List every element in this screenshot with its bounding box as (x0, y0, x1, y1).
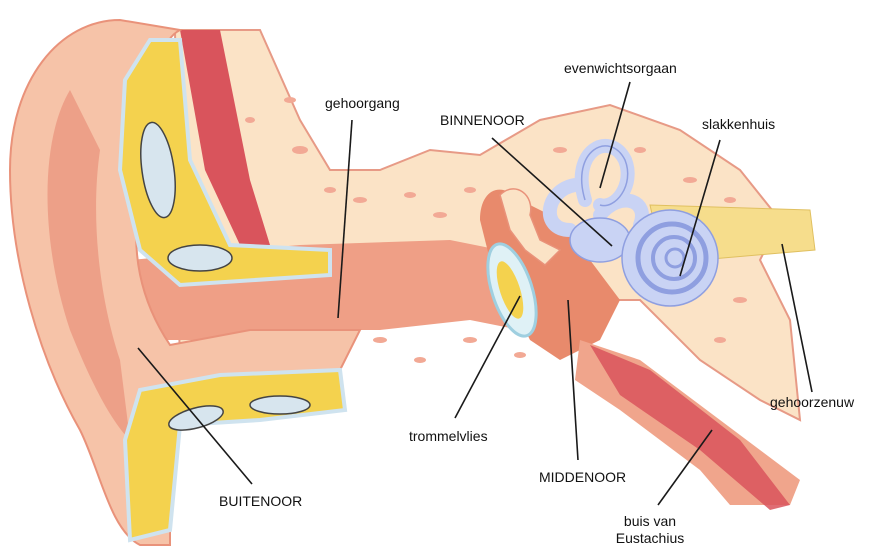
label-binnenoor: BINNENOOR (440, 112, 525, 129)
vestibule (570, 218, 630, 262)
cartilage-hole-4 (250, 396, 310, 414)
label-slakkenhuis: slakkenhuis (702, 116, 775, 133)
label-trommelvlies: trommelvlies (409, 428, 488, 445)
label-evenwichtsorgaan: evenwichtsorgaan (564, 60, 677, 77)
label-buitenoor: BUITENOOR (219, 493, 302, 510)
cochlea (622, 210, 718, 306)
cartilage-hole-2 (168, 245, 232, 271)
label-gehoorzenuw: gehoorzenuw (770, 394, 854, 411)
label-buis-van-line1: buis van (610, 513, 690, 530)
label-gehoorgang: gehoorgang (325, 95, 400, 112)
label-middenoor: MIDDENOOR (539, 469, 626, 486)
label-buis-van-eustachius: buis van Eustachius (610, 513, 690, 547)
cartilage-lower (125, 370, 345, 540)
label-buis-van-line2: Eustachius (610, 530, 690, 547)
